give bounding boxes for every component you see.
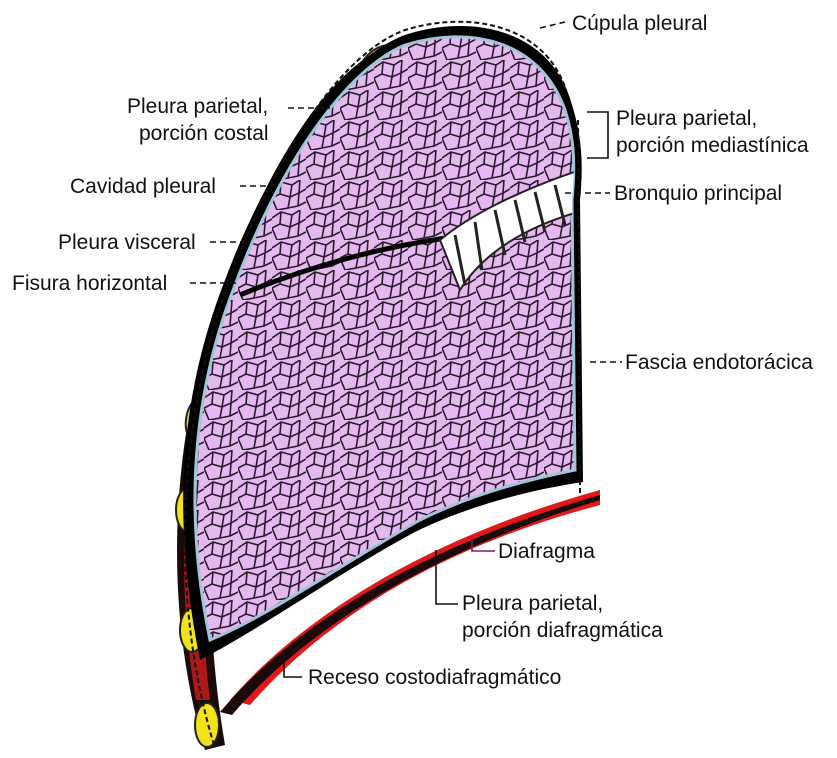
label-cavidad-pleural: Cavidad pleural	[70, 175, 216, 198]
label-pleura-visceral: Pleura visceral	[58, 231, 196, 254]
label-diafragma: Diafragma	[498, 540, 595, 563]
label-fascia-endotoracica: Fascia endotorácica	[625, 351, 813, 374]
rib-icon	[195, 703, 219, 747]
label-pleura-parietal-diafragmatica-1: Pleura parietal,	[462, 592, 603, 615]
label-bronquio-principal: Bronquio principal	[614, 182, 782, 205]
label-pleura-parietal-diafragmatica-2: porción diafragmática	[462, 619, 663, 642]
label-cupula-pleural: Cúpula pleural	[572, 12, 707, 35]
label-pleura-parietal-mediastinica-1: Pleura parietal,	[616, 107, 757, 130]
label-fisura-horizontal: Fisura horizontal	[12, 272, 167, 295]
label-receso-costodiafragmatico: Receso costodiafragmático	[308, 666, 561, 689]
label-pleura-parietal-costal-1: Pleura parietal,	[127, 95, 268, 118]
label-pleura-parietal-costal-2: porción costal	[139, 122, 269, 145]
label-pleura-parietal-mediastinica-2: porción mediastínica	[616, 134, 809, 157]
